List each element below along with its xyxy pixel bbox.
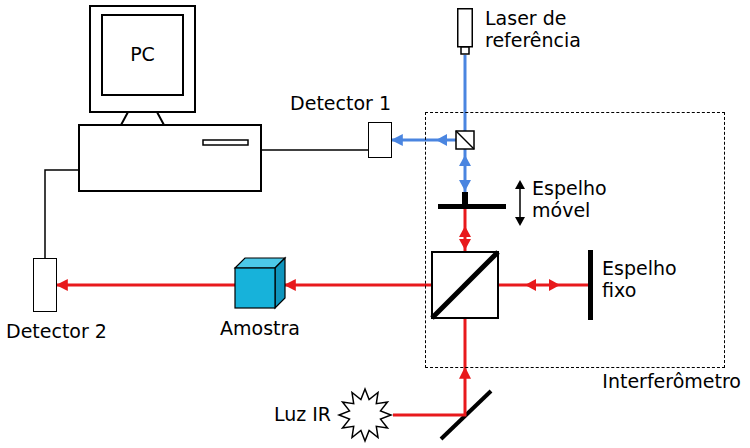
node-label: Interferômetro	[602, 371, 741, 393]
detector-box: Detector 2	[33, 258, 57, 312]
light-beam	[57, 284, 235, 287]
computer-tower	[79, 125, 261, 191]
laser-body	[458, 9, 473, 47]
light-burst	[339, 389, 391, 441]
laser-nozzle	[461, 47, 469, 54]
beam-splitter-small	[456, 131, 474, 149]
sample-cube-outline	[235, 258, 285, 308]
ir-light-source: Luz IR	[337, 388, 393, 442]
mirror-mount	[462, 192, 468, 205]
motion-arrowhead	[515, 180, 525, 189]
beam-arrowhead	[459, 239, 471, 250]
light-beam	[393, 368, 465, 415]
ir-beam	[425, 284, 432, 287]
moving-mirror	[438, 204, 506, 209]
node-label: Detector 2	[6, 321, 107, 343]
signal-cable	[45, 170, 78, 258]
reference-laser-outline	[457, 8, 473, 55]
laser-beam	[464, 112, 467, 131]
monitor	[90, 6, 195, 112]
ir-beam	[498, 284, 588, 287]
light-beam	[285, 284, 425, 287]
beam-splitter-diagonal	[432, 252, 498, 318]
cube-side	[275, 258, 285, 308]
beam-arrowhead	[459, 180, 471, 191]
ir-beam	[464, 318, 467, 368]
beam-arrowhead	[436, 134, 447, 146]
node-label: Amostra	[220, 318, 300, 340]
beam-arrowhead	[459, 226, 471, 237]
mirror-label: Espelho fixo	[602, 258, 697, 302]
node-label: PC	[102, 15, 183, 95]
motion-arrow	[519, 187, 521, 219]
computer: PC	[78, 5, 262, 192]
node-label: Luz IR	[274, 404, 331, 426]
beam-arrowhead	[525, 279, 536, 291]
beam-splitter	[432, 252, 498, 318]
cube-front	[235, 268, 275, 308]
monitor-screen	[102, 15, 183, 95]
fixed-mirror	[588, 250, 593, 320]
beam-splitter-diagonal	[456, 131, 474, 149]
ir-light-source-outline	[337, 388, 393, 442]
beam-arrowhead	[459, 155, 471, 166]
beam-arrowhead	[549, 279, 560, 291]
reference-laser: Laser de referência	[457, 8, 473, 55]
node-label: Laser de referência	[485, 8, 615, 52]
signal-cable	[262, 149, 368, 151]
node-label: Detector 1	[290, 93, 391, 115]
detector-box: Detector 1	[368, 122, 392, 158]
light-beam	[392, 139, 425, 142]
computer-outline	[78, 5, 262, 192]
mirror-label: Espelho móvel	[532, 178, 627, 222]
monitor-stand	[121, 112, 164, 125]
sample-cube: Amostra	[235, 258, 285, 308]
drive-slot	[203, 140, 248, 145]
light-beam	[464, 55, 467, 112]
motion-arrowhead	[515, 217, 525, 226]
interferometer-region: Interferômetro	[425, 112, 725, 368]
